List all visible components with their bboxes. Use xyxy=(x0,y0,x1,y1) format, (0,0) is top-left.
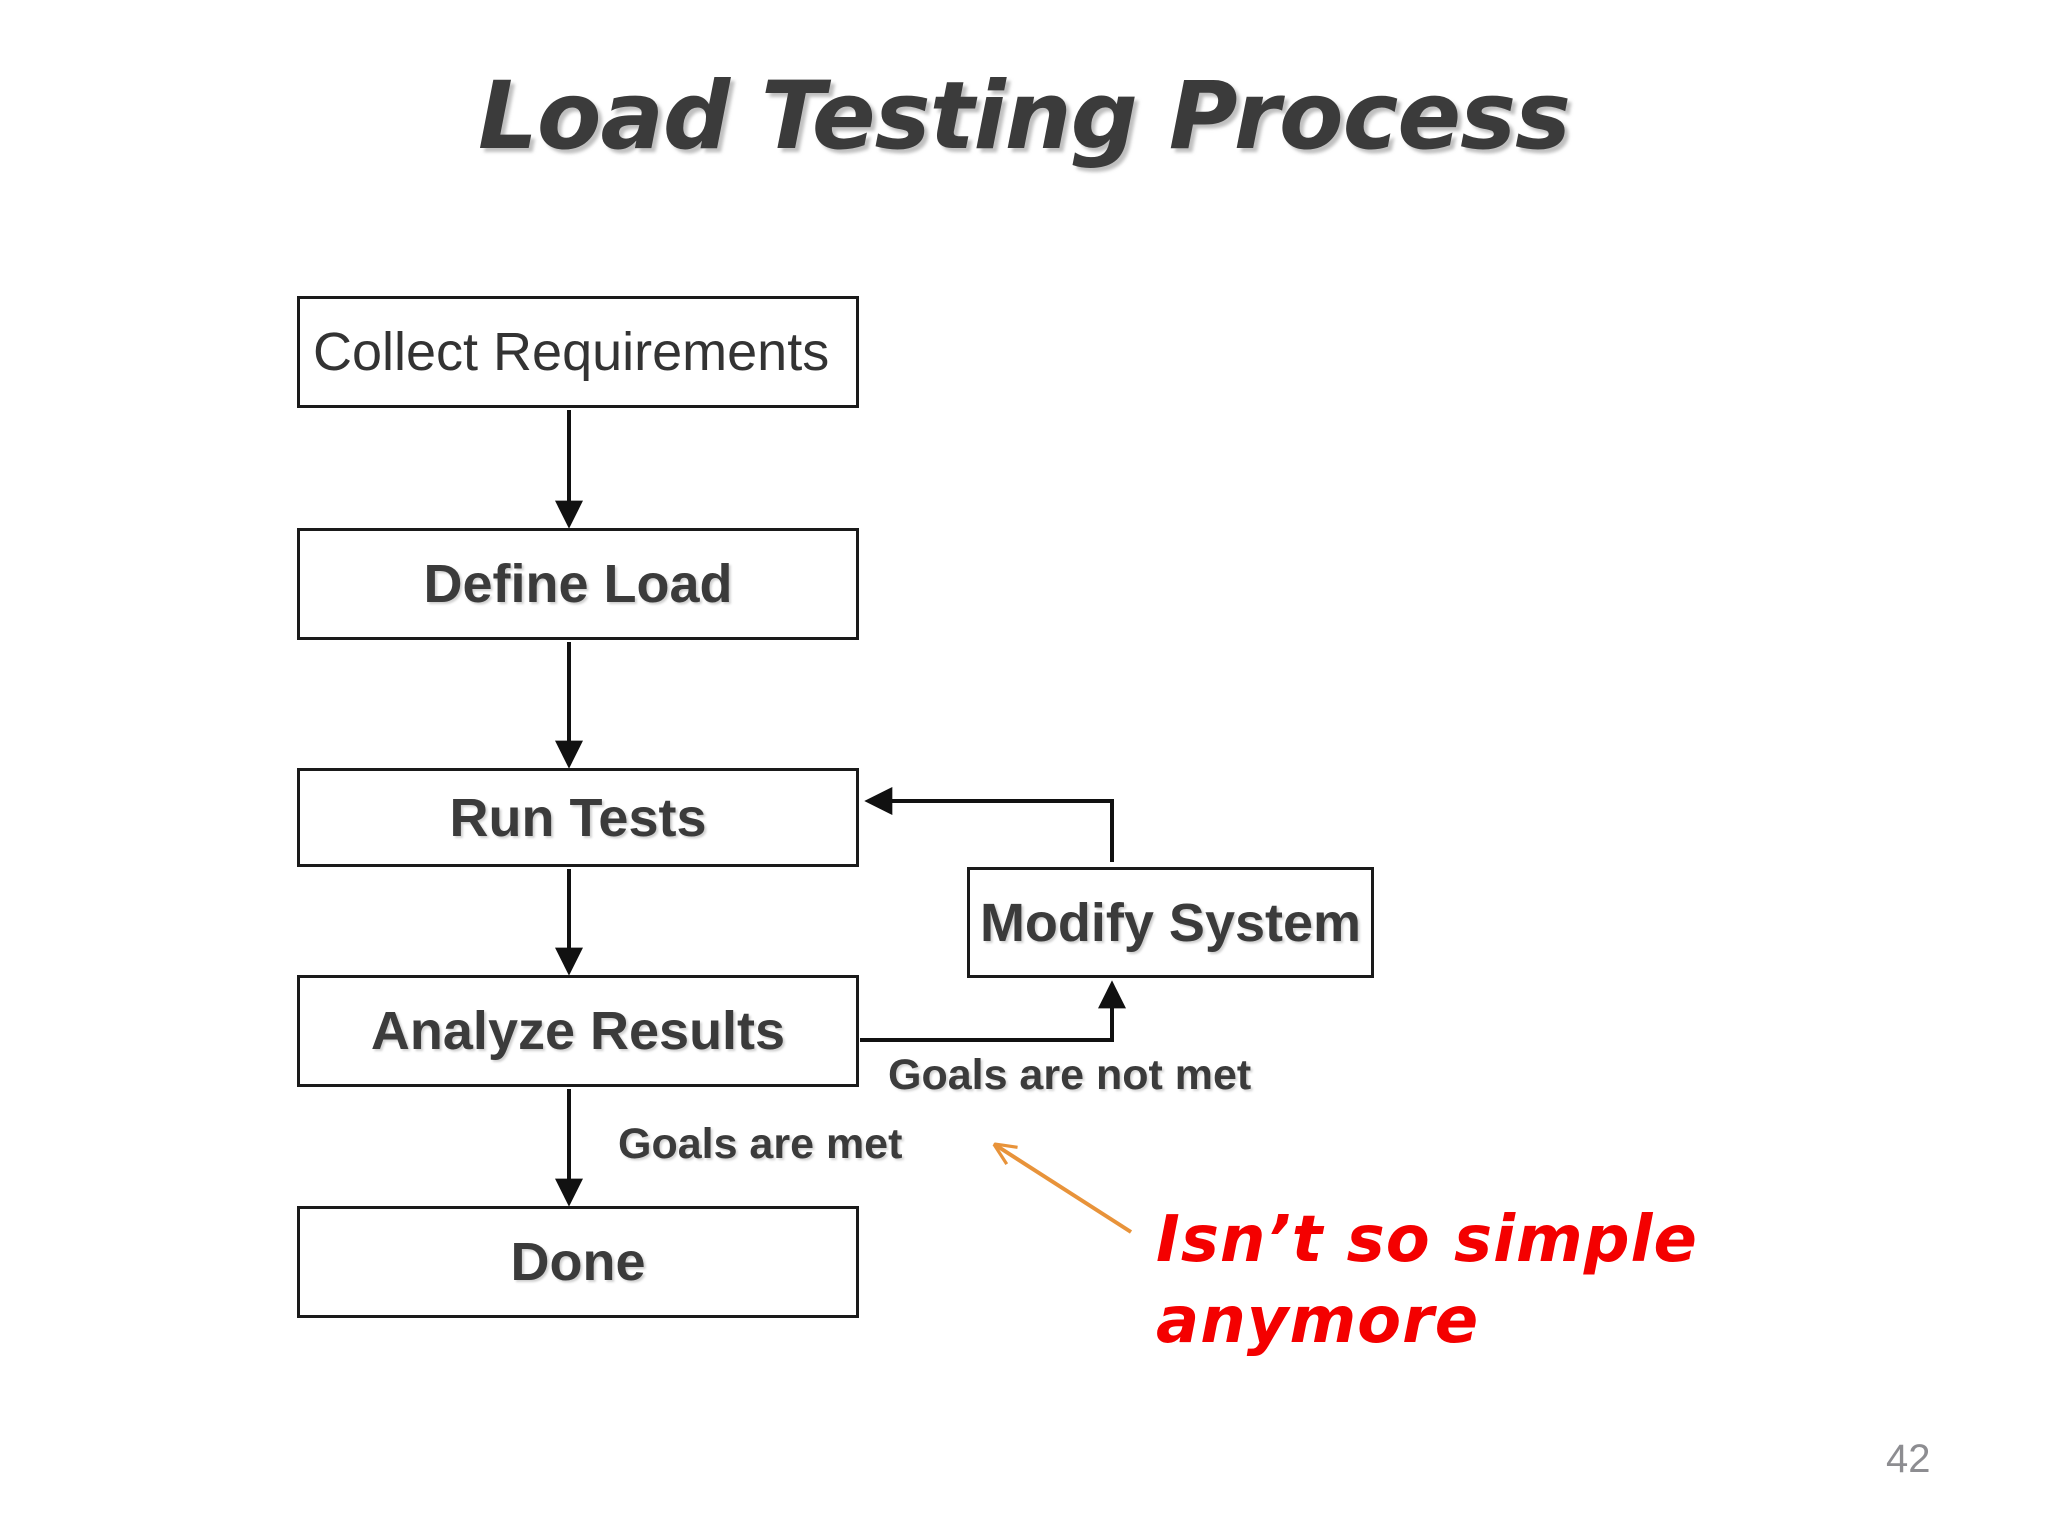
flow-node-collect-requirements[interactable]: Collect Requirements xyxy=(297,296,859,408)
annotation-line-1: Isn’t so simple xyxy=(1156,1203,1698,1277)
flow-node-label: Collect Requirements xyxy=(313,322,830,382)
flow-node-modify-system[interactable]: Modify System xyxy=(967,867,1374,978)
flow-node-label: Modify System xyxy=(979,892,1362,953)
flow-node-analyze-results[interactable]: Analyze Results xyxy=(297,975,859,1087)
connector-analyze-to-modify xyxy=(860,980,1126,1042)
flow-node-label: Run Tests xyxy=(449,787,707,848)
flow-node-define-load[interactable]: Define Load xyxy=(297,528,859,640)
annotation-arrow xyxy=(997,1146,1133,1234)
annotation-note: Isn’t so simple anymore xyxy=(1156,1200,1776,1361)
flow-node-run-tests[interactable]: Run Tests xyxy=(297,768,859,867)
page-title: Load Testing Process xyxy=(477,62,1571,171)
annotation-line-2: anymore xyxy=(1156,1283,1480,1358)
flow-node-label: Done xyxy=(510,1232,646,1292)
flow-node-label: Analyze Results xyxy=(370,1001,786,1061)
connector-modify-to-run xyxy=(864,787,1114,862)
flow-node-done[interactable]: Done xyxy=(297,1206,859,1318)
edge-label-goals-met: Goals are met xyxy=(618,1120,903,1168)
page-number: 42 xyxy=(1886,1437,1931,1481)
edge-label-goals-not-met: Goals are not met xyxy=(888,1051,1252,1099)
flow-node-label: Define Load xyxy=(423,554,733,614)
